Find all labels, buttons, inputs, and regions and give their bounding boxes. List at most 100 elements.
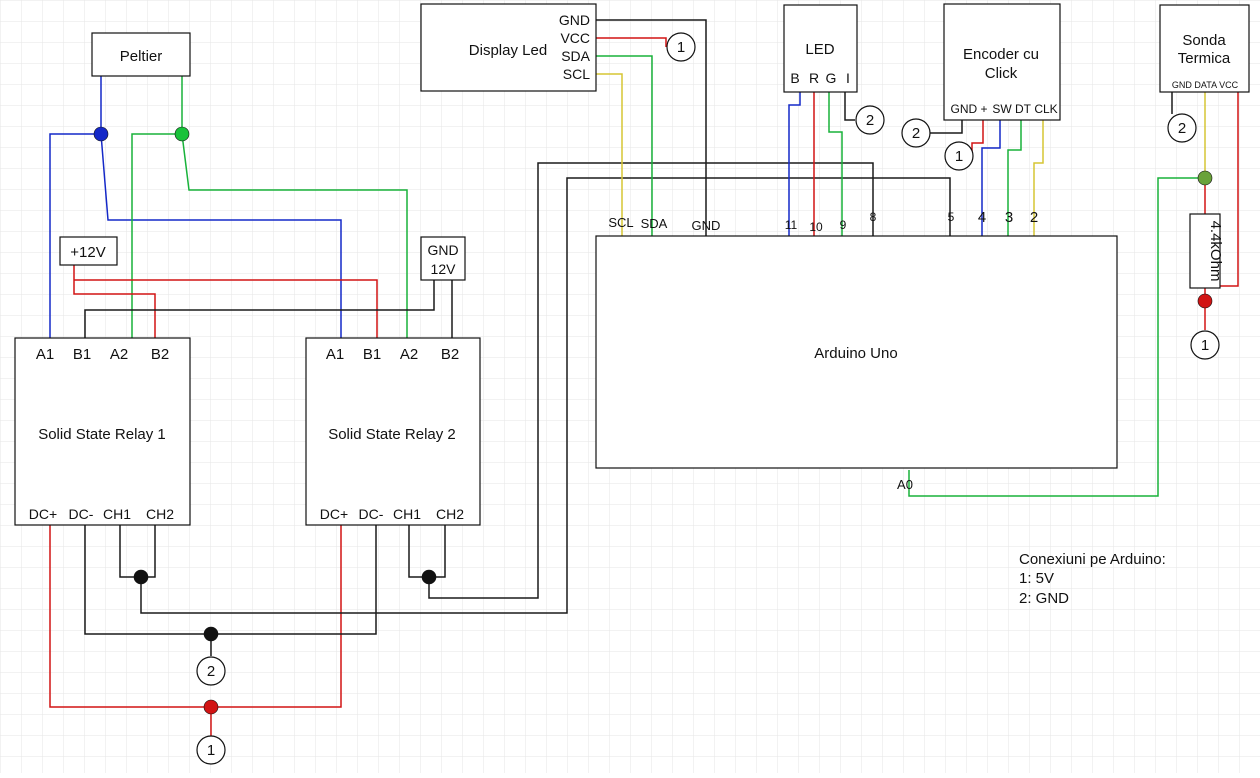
- peltier-box: [91, 32, 191, 77]
- relay1-pin-ch1: CH1: [103, 506, 131, 522]
- display-label: Display Led: [469, 42, 547, 59]
- wire-12v-relay2-b1: [74, 279, 378, 338]
- relay1-pin-b1: B1: [73, 346, 91, 363]
- led-pin-b: B: [790, 70, 799, 86]
- junction-dc-minus: [203, 626, 219, 642]
- relay2-label: Solid State Relay 2: [328, 426, 456, 443]
- display-pin-sda: SDA: [561, 48, 590, 64]
- arduino-pin-3: 3: [1005, 209, 1013, 226]
- junction-peltier-blue: [93, 126, 109, 142]
- relay1-pin-b2: B2: [151, 346, 169, 363]
- encoder-label-1: Encoder cu: [963, 46, 1039, 63]
- relay2-pin-a2: A2: [400, 346, 418, 363]
- wire-encoder-gnd: [929, 120, 963, 134]
- resistor-box: [1189, 213, 1221, 289]
- marker-encoder-gnd-label: 2: [912, 125, 920, 142]
- arduino-pin-8: 8: [870, 210, 877, 224]
- encoder-pin-gnd-vcc: GND +: [950, 102, 987, 116]
- probe-box: [1159, 4, 1250, 93]
- wire-encoder-dt: [1007, 120, 1022, 236]
- encoder-pin-dt: DT: [1015, 102, 1032, 116]
- wire-relay2-to-pin8: [428, 162, 874, 599]
- wire-encoder-clk: [1033, 120, 1044, 236]
- wire-peltier-green-relay2-a2: [181, 133, 408, 338]
- marker-relay-gnd: [196, 656, 226, 686]
- legend-title: Conexiuni pe Arduino:: [1019, 551, 1166, 568]
- relay1-pin-dcminus: DC-: [69, 506, 94, 522]
- legend-line-1: 1: 5V: [1019, 570, 1054, 587]
- wire-encoder-vcc: [971, 120, 984, 155]
- wire-probe-to-a0: [908, 177, 1205, 497]
- legend: Conexiuni pe Arduino: 1: 5V 2: GND: [1019, 551, 1166, 607]
- arduino-pin-gnd: GND: [692, 218, 721, 233]
- peltier-label: Peltier: [120, 48, 163, 65]
- relay1-pin-a1: A1: [36, 346, 54, 363]
- arduino-pin-9: 9: [840, 218, 847, 232]
- wire-display-sda: [596, 55, 653, 236]
- wire-led-blue: [788, 92, 801, 236]
- encoder-pin-clk: CLK: [1034, 102, 1057, 116]
- relay2-pin-a1: A1: [326, 346, 344, 363]
- relay2-pin-dcplus: DC+: [320, 506, 348, 522]
- relay2-pin-ch1: CH1: [393, 506, 421, 522]
- legend-line-2: 2: GND: [1019, 590, 1069, 607]
- relay1-pin-dcplus: DC+: [29, 506, 57, 522]
- led-pin-i: I: [846, 70, 850, 86]
- display-pin-vcc: VCC: [560, 30, 590, 46]
- wires: [49, 19, 1239, 736]
- display-pin-scl: SCL: [563, 66, 590, 82]
- led-label: LED: [805, 41, 834, 58]
- supply-gnd-box: [420, 236, 466, 281]
- arduino-pin-a0: A0: [897, 477, 913, 492]
- probe-pins: GND DATA VCC: [1172, 80, 1239, 90]
- supply-12v-box: [59, 236, 118, 266]
- supply-12v-label: +12V: [70, 244, 105, 261]
- probe-label-1: Sonda: [1182, 32, 1226, 49]
- marker-encoder-vcc: [944, 141, 974, 171]
- encoder-pin-sw: SW: [992, 102, 1012, 116]
- wire-relay1-to-pin5: [140, 177, 951, 614]
- junction-probe-vcc: [1197, 293, 1213, 309]
- marker-relay-vcc-label: 1: [207, 742, 215, 759]
- resistor-label: 4.4kOhm: [1207, 221, 1224, 282]
- marker-display-vcc-label: 1: [677, 39, 685, 56]
- junction-dc-plus: [203, 699, 219, 715]
- led-box: [783, 4, 858, 93]
- relay1-box: [14, 337, 191, 526]
- arduino-label: Arduino Uno: [814, 345, 897, 362]
- wire-display-vcc: [596, 37, 667, 47]
- marker-led-gnd-label: 2: [866, 112, 874, 129]
- relay2-box: [305, 337, 481, 526]
- led-pin-r: R: [809, 70, 819, 86]
- relay2-pin-b2: B2: [441, 346, 459, 363]
- arduino-box: [595, 235, 1118, 469]
- junction-peltier-green: [174, 126, 190, 142]
- marker-relay-gnd-label: 2: [207, 663, 215, 680]
- marker-probe-vcc: [1190, 330, 1220, 360]
- display-box: [420, 3, 597, 92]
- wire-peltier-green-relay1-a2: [131, 76, 183, 338]
- arduino-pin-4: 4: [978, 209, 986, 226]
- wire-led-green: [828, 92, 843, 236]
- encoder-label-2: Click: [985, 65, 1018, 82]
- wire-led-gnd: [844, 92, 855, 121]
- wire-relays-dc-minus: [84, 525, 377, 635]
- relay2-pin-ch2: CH2: [436, 506, 464, 522]
- wire-display-gnd: [596, 19, 707, 236]
- wire-peltier-blue-relay2-a1: [100, 133, 342, 338]
- marker-probe-vcc-label: 1: [1201, 337, 1209, 354]
- junction-relay2-ch: [421, 569, 437, 585]
- probe-label-2: Termica: [1178, 50, 1231, 67]
- arduino-pin-10: 10: [809, 220, 823, 234]
- junction-relay1-ch: [133, 569, 149, 585]
- led-pin-g: G: [826, 70, 837, 86]
- wire-relays-dc-plus: [49, 525, 342, 708]
- relay1-label: Solid State Relay 1: [38, 426, 166, 443]
- junction-probe-data: [1197, 170, 1213, 186]
- marker-probe-gnd: [1167, 113, 1197, 143]
- arduino-pin-scl: SCL: [608, 215, 633, 230]
- display-pin-gnd: GND: [559, 12, 590, 28]
- supply-gnd-label-1: GND: [427, 242, 458, 258]
